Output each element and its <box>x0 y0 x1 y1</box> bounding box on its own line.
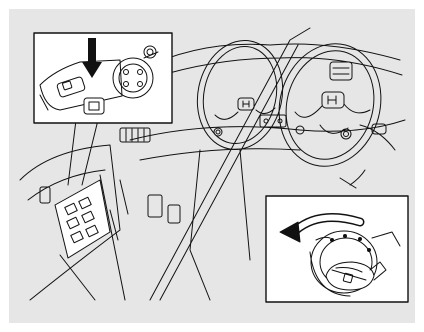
door-window-switch-panel <box>40 180 110 258</box>
left-steering-wheel <box>187 32 292 157</box>
power-window-lock-switch-inset <box>34 33 172 123</box>
inset-callout-line-2 <box>82 120 98 185</box>
ignition-key-turn-inset <box>266 196 408 302</box>
